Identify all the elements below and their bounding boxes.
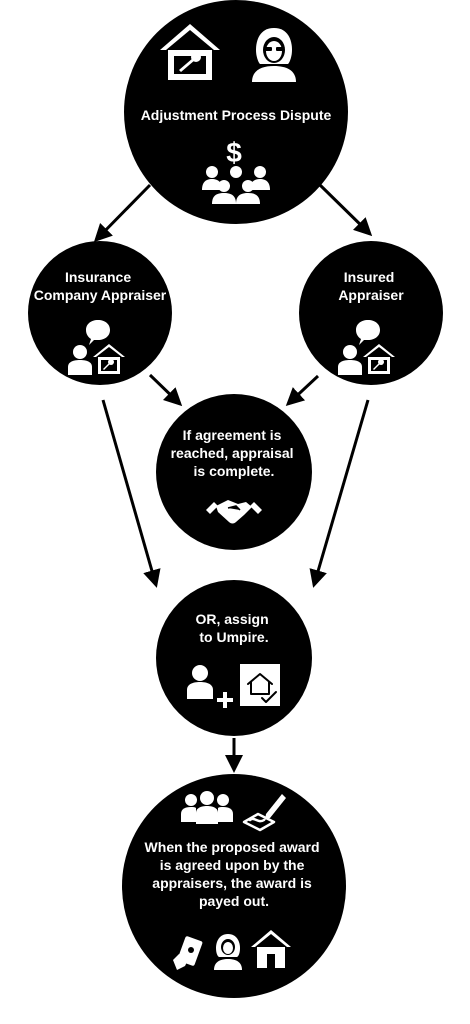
node-agreement: If agreement is reached, appraisal is co… (156, 394, 312, 550)
house-wrench-icon (363, 344, 395, 374)
node-award-circle (122, 774, 346, 998)
arrow-insured-to-umpire (309, 399, 370, 588)
group-icon (181, 791, 233, 824)
node-agreement-line: If agreement is (183, 427, 282, 443)
node-umpire-text: OR, assign to Umpire. (195, 611, 272, 645)
woman-icon (252, 28, 296, 82)
dollar-sign-icon: $ (226, 137, 242, 168)
arrow-company-to-umpire (101, 399, 161, 588)
node-company-appraiser: Insurance Company Appraiser (28, 241, 172, 385)
node-agreement-line: is complete. (194, 463, 275, 479)
house-icon (251, 930, 291, 968)
money-hand-icon (173, 936, 203, 970)
connectors (93, 183, 373, 773)
person-add-icon (187, 665, 233, 708)
person-icon (68, 345, 92, 375)
arrow-company-to-agreement (148, 373, 183, 407)
arrow-insured-to-agreement (285, 374, 320, 407)
node-award-line: appraisers, the award is (152, 875, 312, 891)
node-dispute: Adjustment Process Dispute $ (124, 0, 348, 224)
node-dispute-text: Adjustment Process Dispute (141, 107, 332, 123)
node-umpire-line: OR, assign (195, 611, 268, 627)
node-umpire-circle (156, 580, 312, 736)
signature-pen-icon (242, 794, 286, 832)
node-award-line: When the proposed award (145, 839, 320, 855)
node-company-appraiser-circle (28, 241, 172, 385)
node-insured-appraiser-line: Insured (344, 269, 395, 285)
node-award-text: When the proposed award is agreed upon b… (145, 839, 324, 909)
node-insured-appraiser-circle (299, 241, 443, 385)
node-insured-appraiser-line: Appraiser (338, 287, 404, 303)
node-award-line: payed out. (199, 893, 269, 909)
arrow-dispute-to-company (93, 183, 152, 243)
arrow-dispute-to-insured (318, 183, 373, 237)
node-umpire-line: to Umpire. (199, 629, 268, 645)
node-insured-appraiser-text: Insured Appraiser (338, 269, 404, 303)
woman-icon (214, 934, 242, 970)
node-umpire: OR, assign to Umpire. (156, 580, 312, 736)
house-wrench-icon (93, 344, 125, 374)
node-agreement-text: If agreement is reached, appraisal is co… (171, 427, 298, 479)
handshake-icon (206, 500, 262, 524)
group-icon (202, 166, 270, 204)
node-company-appraiser-line: Insurance (65, 269, 131, 285)
node-dispute-line: Adjustment Process Dispute (141, 107, 332, 123)
node-insured-appraiser: Insured Appraiser (299, 241, 443, 385)
svg-text:$: $ (226, 137, 242, 168)
house-wrench-icon (160, 24, 220, 80)
speech-bubble-icon (86, 320, 110, 345)
node-award: When the proposed award is agreed upon b… (122, 774, 346, 998)
person-icon (338, 345, 362, 375)
node-award-line: is agreed upon by the (160, 857, 305, 873)
house-document-icon (240, 664, 280, 706)
node-company-appraiser-line: Company Appraiser (34, 287, 167, 303)
node-agreement-circle (156, 394, 312, 550)
node-agreement-line: reached, appraisal (171, 445, 294, 461)
node-company-appraiser-text: Insurance Company Appraiser (34, 269, 167, 303)
speech-bubble-icon (356, 320, 380, 345)
